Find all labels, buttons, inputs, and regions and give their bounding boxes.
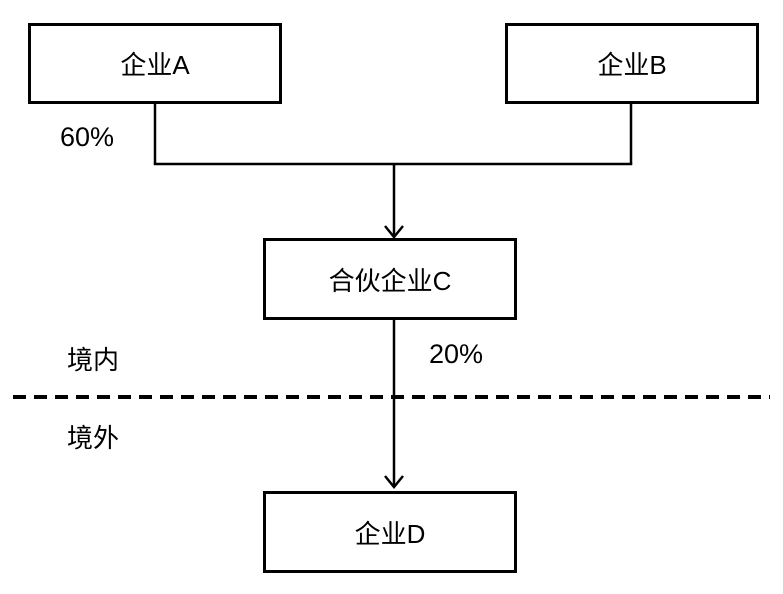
node-enterprise-b-label: 企业B [597,50,667,80]
node-partnership-c-label: 合伙企业C [328,265,452,296]
node-enterprise-d-label: 企业D [354,518,426,549]
region-label-offshore: 境外 [67,423,120,453]
edge-label-60-percent: 60% [60,122,115,152]
node-partnership-c: 合伙企业C [263,238,517,320]
node-enterprise-d: 企业D [263,491,517,573]
node-enterprise-a-label: 企业A [120,50,190,80]
arrowhead-into-d [384,475,404,489]
arrowhead-into-c [384,225,404,239]
edge-label-20-percent: 20% [429,339,484,369]
node-enterprise-b: 企业B [505,23,759,104]
node-enterprise-a: 企业A [28,23,282,104]
region-label-onshore: 境内 [67,345,120,375]
